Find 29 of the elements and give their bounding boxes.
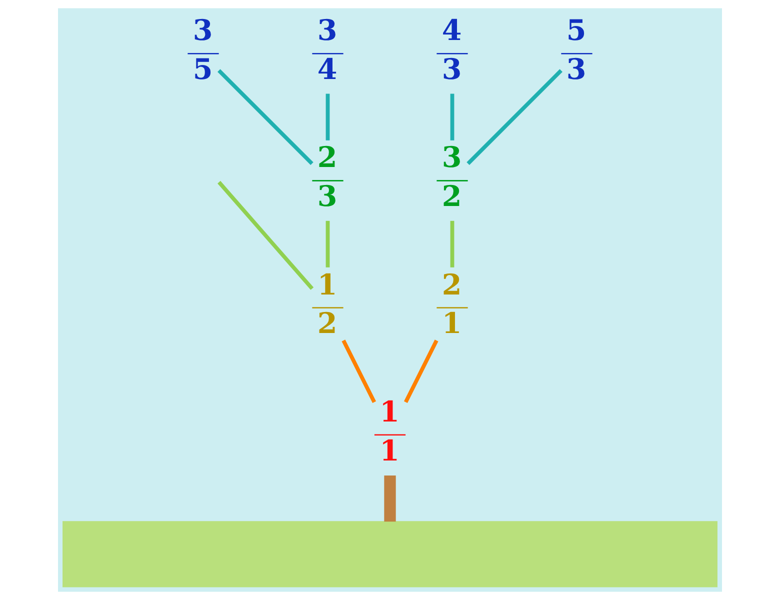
node-label: 4 [317,52,338,86]
connector [218,180,314,290]
connector [466,69,562,165]
connector [326,220,330,268]
connector [450,94,454,140]
node-band [62,521,718,588]
node-label: 1 [380,433,400,468]
node-label: 3 [317,13,338,48]
node-label: 3 [442,52,462,86]
node-label: 5 [566,13,586,48]
connector [384,475,396,522]
connector [342,340,376,404]
node-label: 4 [442,13,462,48]
connector [218,69,314,165]
node-label: 3 [566,52,586,86]
node-label: 2 [442,179,462,214]
connector [404,340,438,404]
node-label: 1 [380,394,400,428]
node-label: 1 [317,267,338,302]
connector [450,220,454,268]
node-label: 5 [192,52,213,86]
connector [326,94,330,140]
node-label: 2 [442,267,462,302]
node-label: 2 [317,140,338,174]
node-label: 3 [317,179,338,214]
node-label: 3 [192,13,213,48]
node-label: 3 [442,140,462,174]
node-label: 2 [317,306,338,340]
node-label: 1 [442,306,462,340]
